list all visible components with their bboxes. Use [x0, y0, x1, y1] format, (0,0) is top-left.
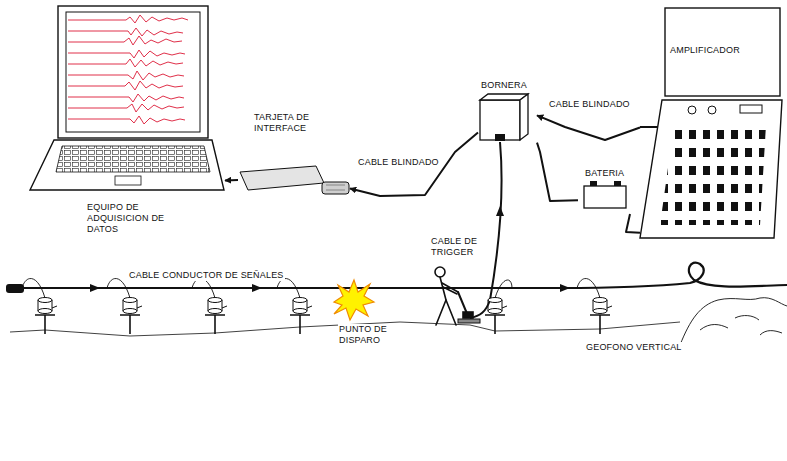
geophone-label: GEOFONO VERTICAL: [585, 342, 683, 353]
acquisition-equipment: EQUIPO DE ADQUISICION DE DATOS: [25, 4, 225, 244]
laptop-drawing: [30, 6, 224, 190]
node-label: AMPLIFICADOR: [670, 45, 787, 56]
cable-connector: [537, 143, 578, 201]
cable-connector: [225, 179, 238, 181]
geophones: [22, 279, 612, 334]
cable-connector: [626, 214, 640, 233]
node-label: BATERIA: [585, 168, 650, 179]
shot-point-label: PUNTO DE DISPARO: [338, 324, 400, 346]
node-label: EQUIPO DE ADQUISICION DE DATOS: [87, 202, 175, 235]
terminal-box-drawing: [480, 94, 528, 141]
amplifier: AMPLIFICADOR: [640, 5, 787, 250]
battery-drawing: [584, 181, 626, 208]
terminal-box: BORNERA: [478, 78, 537, 146]
rock: [680, 298, 787, 345]
cable-label: CABLE BLINDADO: [357, 157, 440, 168]
hammer-operator: [435, 267, 480, 325]
amplifier-drawing: [640, 8, 782, 238]
node-label: BORNERA: [481, 80, 540, 91]
shot-burst: [334, 280, 374, 320]
cable-label: CABLE DE TRIGGER: [430, 236, 492, 258]
interface-card-drawing: [240, 166, 349, 194]
cable-connector: [350, 132, 478, 196]
node-label: TARJETA DE INTERFACE: [254, 112, 324, 134]
cable-label: CABLE CONDUCTOR DE SEÑALES: [128, 270, 285, 281]
battery: BATERIA: [578, 168, 643, 214]
cable-connector: [537, 115, 640, 140]
interface-card: TARJETA DE INTERFACE: [238, 112, 350, 197]
signal-cable: [6, 263, 787, 293]
cable-label: CABLE BLINDADO: [548, 99, 631, 110]
trigger-cable: [470, 142, 504, 318]
